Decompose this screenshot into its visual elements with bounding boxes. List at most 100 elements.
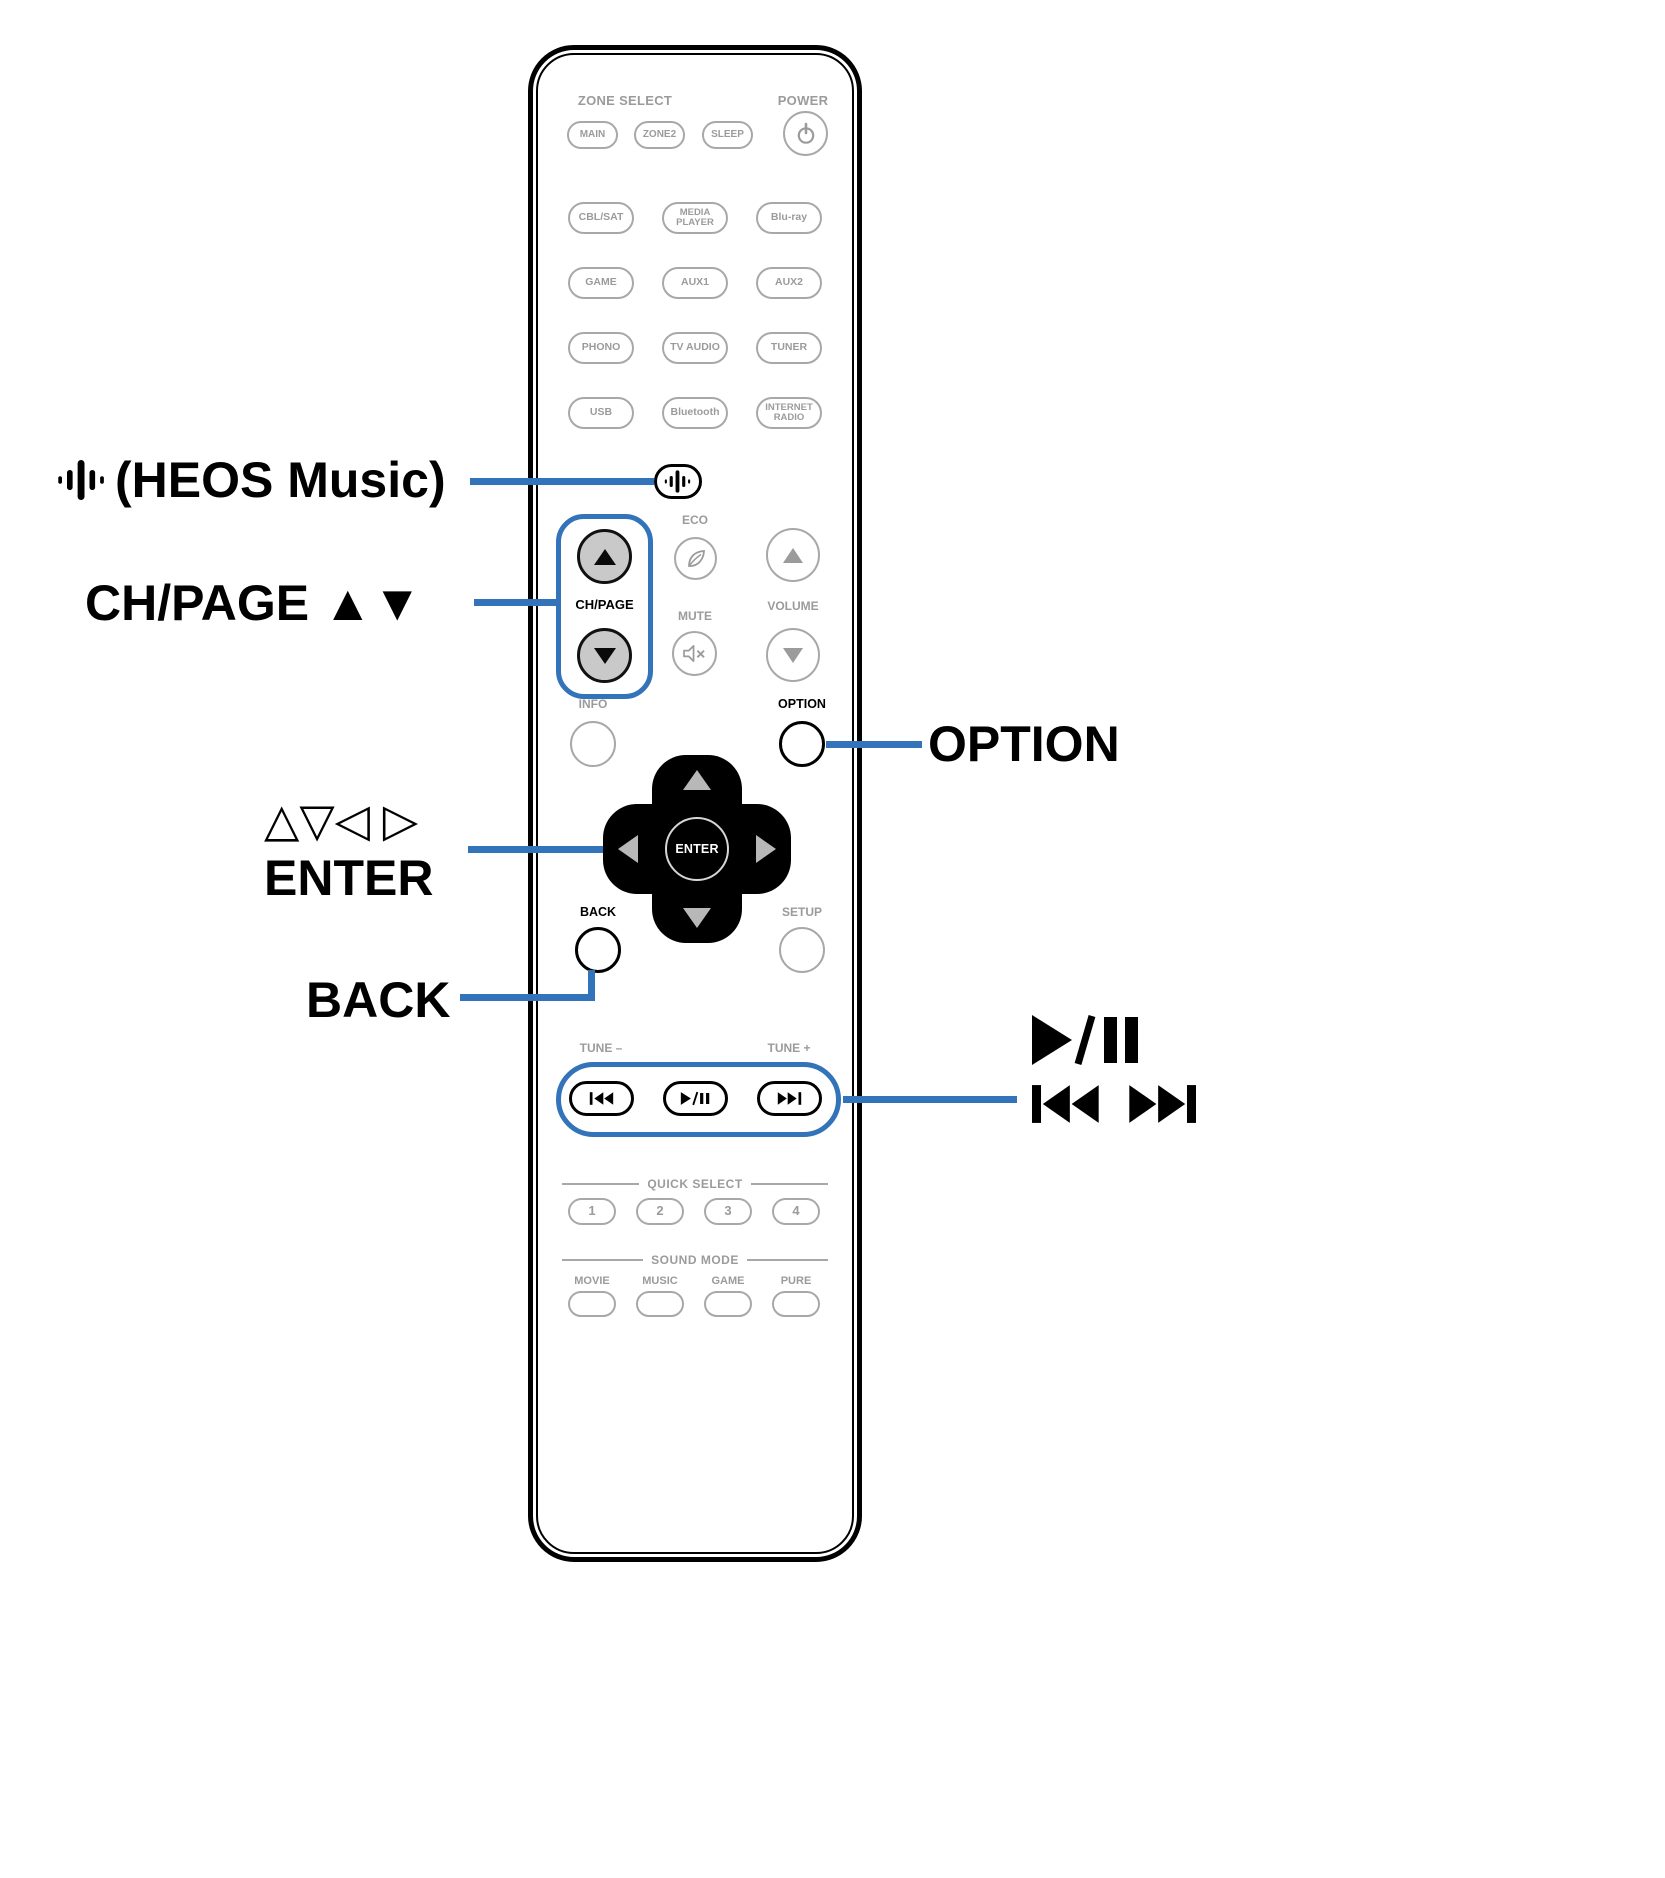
sound-mode-music-button[interactable] [636, 1291, 684, 1317]
mute-label: MUTE [678, 609, 712, 623]
heading-line [562, 1183, 640, 1185]
cursor-left-button[interactable] [618, 835, 638, 863]
source-tuner-button[interactable]: TUNER [756, 332, 822, 364]
ch-page-label: CH/PAGE [575, 597, 634, 612]
eco-label: ECO [681, 513, 708, 527]
callout-line-back-vertical [588, 970, 595, 1001]
volume-down-triangle-icon [783, 647, 803, 663]
option-callout: OPTION [928, 716, 1120, 772]
heading-line [562, 1259, 644, 1261]
volume-up-button[interactable] [766, 528, 820, 582]
source-usb-button[interactable]: USB [568, 397, 634, 429]
heos-music-icon [58, 460, 104, 500]
source-game-button[interactable]: GAME [568, 267, 634, 299]
mute-speaker-icon [683, 645, 705, 662]
option-button[interactable] [779, 721, 825, 767]
play-pause-callout-icon [1032, 1014, 1150, 1071]
main-zone-button[interactable]: MAIN [567, 121, 618, 149]
channel-page-down-button[interactable] [577, 628, 632, 683]
source-internet-radio-button[interactable]: INTERNET RADIO [756, 397, 822, 429]
skip-forward-button[interactable] [757, 1081, 822, 1116]
enter-callout: ENTER [264, 850, 434, 906]
source-blu-ray-button[interactable]: Blu-ray [756, 202, 822, 234]
down-triangle-icon [593, 647, 616, 664]
power-button[interactable] [783, 111, 828, 156]
zone2-button[interactable]: ZONE2 [634, 121, 685, 149]
skip-back-button[interactable] [569, 1081, 634, 1116]
sound-mode-pure-button[interactable] [772, 1291, 820, 1317]
power-icon [797, 122, 814, 144]
sound-mode-title: SOUND MODE [651, 1253, 739, 1267]
sound-mode-game-label: GAME [711, 1275, 745, 1287]
source-aux1-button[interactable]: AUX1 [662, 267, 728, 299]
play-pause-icon [1032, 1015, 1138, 1065]
remote-control-body [528, 45, 862, 1562]
sound-mode-pure-label: PURE [780, 1275, 812, 1287]
volume-down-button[interactable] [766, 628, 820, 682]
cursor-up-button[interactable] [683, 770, 711, 790]
heos-music-callout-text: (HEOS Music) [115, 452, 446, 508]
sound-mode-game-button[interactable] [704, 1291, 752, 1317]
mute-button[interactable] [672, 631, 717, 676]
back-callout: BACK [306, 972, 451, 1028]
ch-page-callout: CH/PAGE ▲▼ [85, 575, 422, 631]
sound-mode-heading: SOUND MODE [562, 1253, 829, 1267]
setup-label: SETUP [781, 905, 822, 919]
heos-music-icon [664, 470, 691, 493]
volume-up-triangle-icon [783, 547, 803, 563]
play-pause-icon [680, 1091, 710, 1106]
zone-select-heading: ZONE SELECT [577, 93, 673, 108]
skip-forward-icon [777, 1092, 802, 1105]
source-bluetooth-button[interactable]: Bluetooth [662, 397, 728, 429]
source-phono-button[interactable]: PHONO [568, 332, 634, 364]
source-aux2-button[interactable]: AUX2 [756, 267, 822, 299]
sleep-button[interactable]: SLEEP [702, 121, 753, 149]
source-cbl-sat-button[interactable]: CBL/SAT [568, 202, 634, 234]
up-triangle-icon [593, 548, 616, 565]
cursor-callout: △▽◁ ▷ [264, 794, 419, 846]
cursor-right-button[interactable] [756, 835, 776, 863]
back-button-label: BACK [579, 905, 617, 919]
sound-mode-movie-button[interactable] [568, 1291, 616, 1317]
heos-button[interactable] [654, 464, 702, 499]
transport-highlight [556, 1062, 841, 1137]
remote-control-inner-outline [536, 53, 854, 1554]
setup-button[interactable] [779, 927, 825, 973]
heading-line [750, 1183, 828, 1185]
back-button[interactable] [575, 927, 621, 973]
sound-mode-movie-label: MOVIE [574, 1275, 610, 1287]
skip-back-skip-forward-icon [1032, 1085, 1196, 1123]
quick-select-3-button[interactable]: 3 [704, 1198, 752, 1225]
option-button-label: OPTION [778, 697, 826, 711]
volume-label: VOLUME [767, 599, 819, 613]
callout-line-ch-page [474, 599, 556, 606]
source-tv-audio-button[interactable]: TV AUDIO [662, 332, 728, 364]
quick-select-2-button[interactable]: 2 [636, 1198, 684, 1225]
callout-line-option [826, 741, 922, 748]
enter-button[interactable]: ENTER [665, 817, 729, 881]
channel-page-up-button[interactable] [577, 529, 632, 584]
power-heading: POWER [777, 93, 829, 108]
quick-select-1-button[interactable]: 1 [568, 1198, 616, 1225]
play-pause-button[interactable] [663, 1081, 728, 1116]
heos-music-callout: (HEOS Music) [57, 452, 446, 508]
ch-page-highlight [556, 514, 653, 699]
sound-mode-music-label: MUSIC [642, 1275, 678, 1287]
eco-button[interactable] [674, 537, 717, 580]
cursor-down-button[interactable] [683, 908, 711, 928]
source-media-player-button[interactable]: MEDIA PLAYER [662, 202, 728, 234]
callout-line-cursor-enter [468, 846, 603, 853]
leaf-icon [687, 549, 705, 567]
skip-buttons-callout-icon [1032, 1083, 1196, 1130]
quick-select-title: QUICK SELECT [647, 1177, 743, 1191]
quick-select-4-button[interactable]: 4 [772, 1198, 820, 1225]
callout-line-transport [843, 1096, 1017, 1103]
tune-plus-label: TUNE + [767, 1041, 811, 1055]
tune-minus-label: TUNE – [579, 1041, 623, 1055]
cursor-pad: ENTER [603, 755, 791, 943]
callout-line-heos [470, 478, 654, 485]
quick-select-heading: QUICK SELECT [562, 1177, 828, 1191]
callout-line-back-horizontal [460, 994, 592, 1001]
info-button[interactable] [570, 721, 616, 767]
